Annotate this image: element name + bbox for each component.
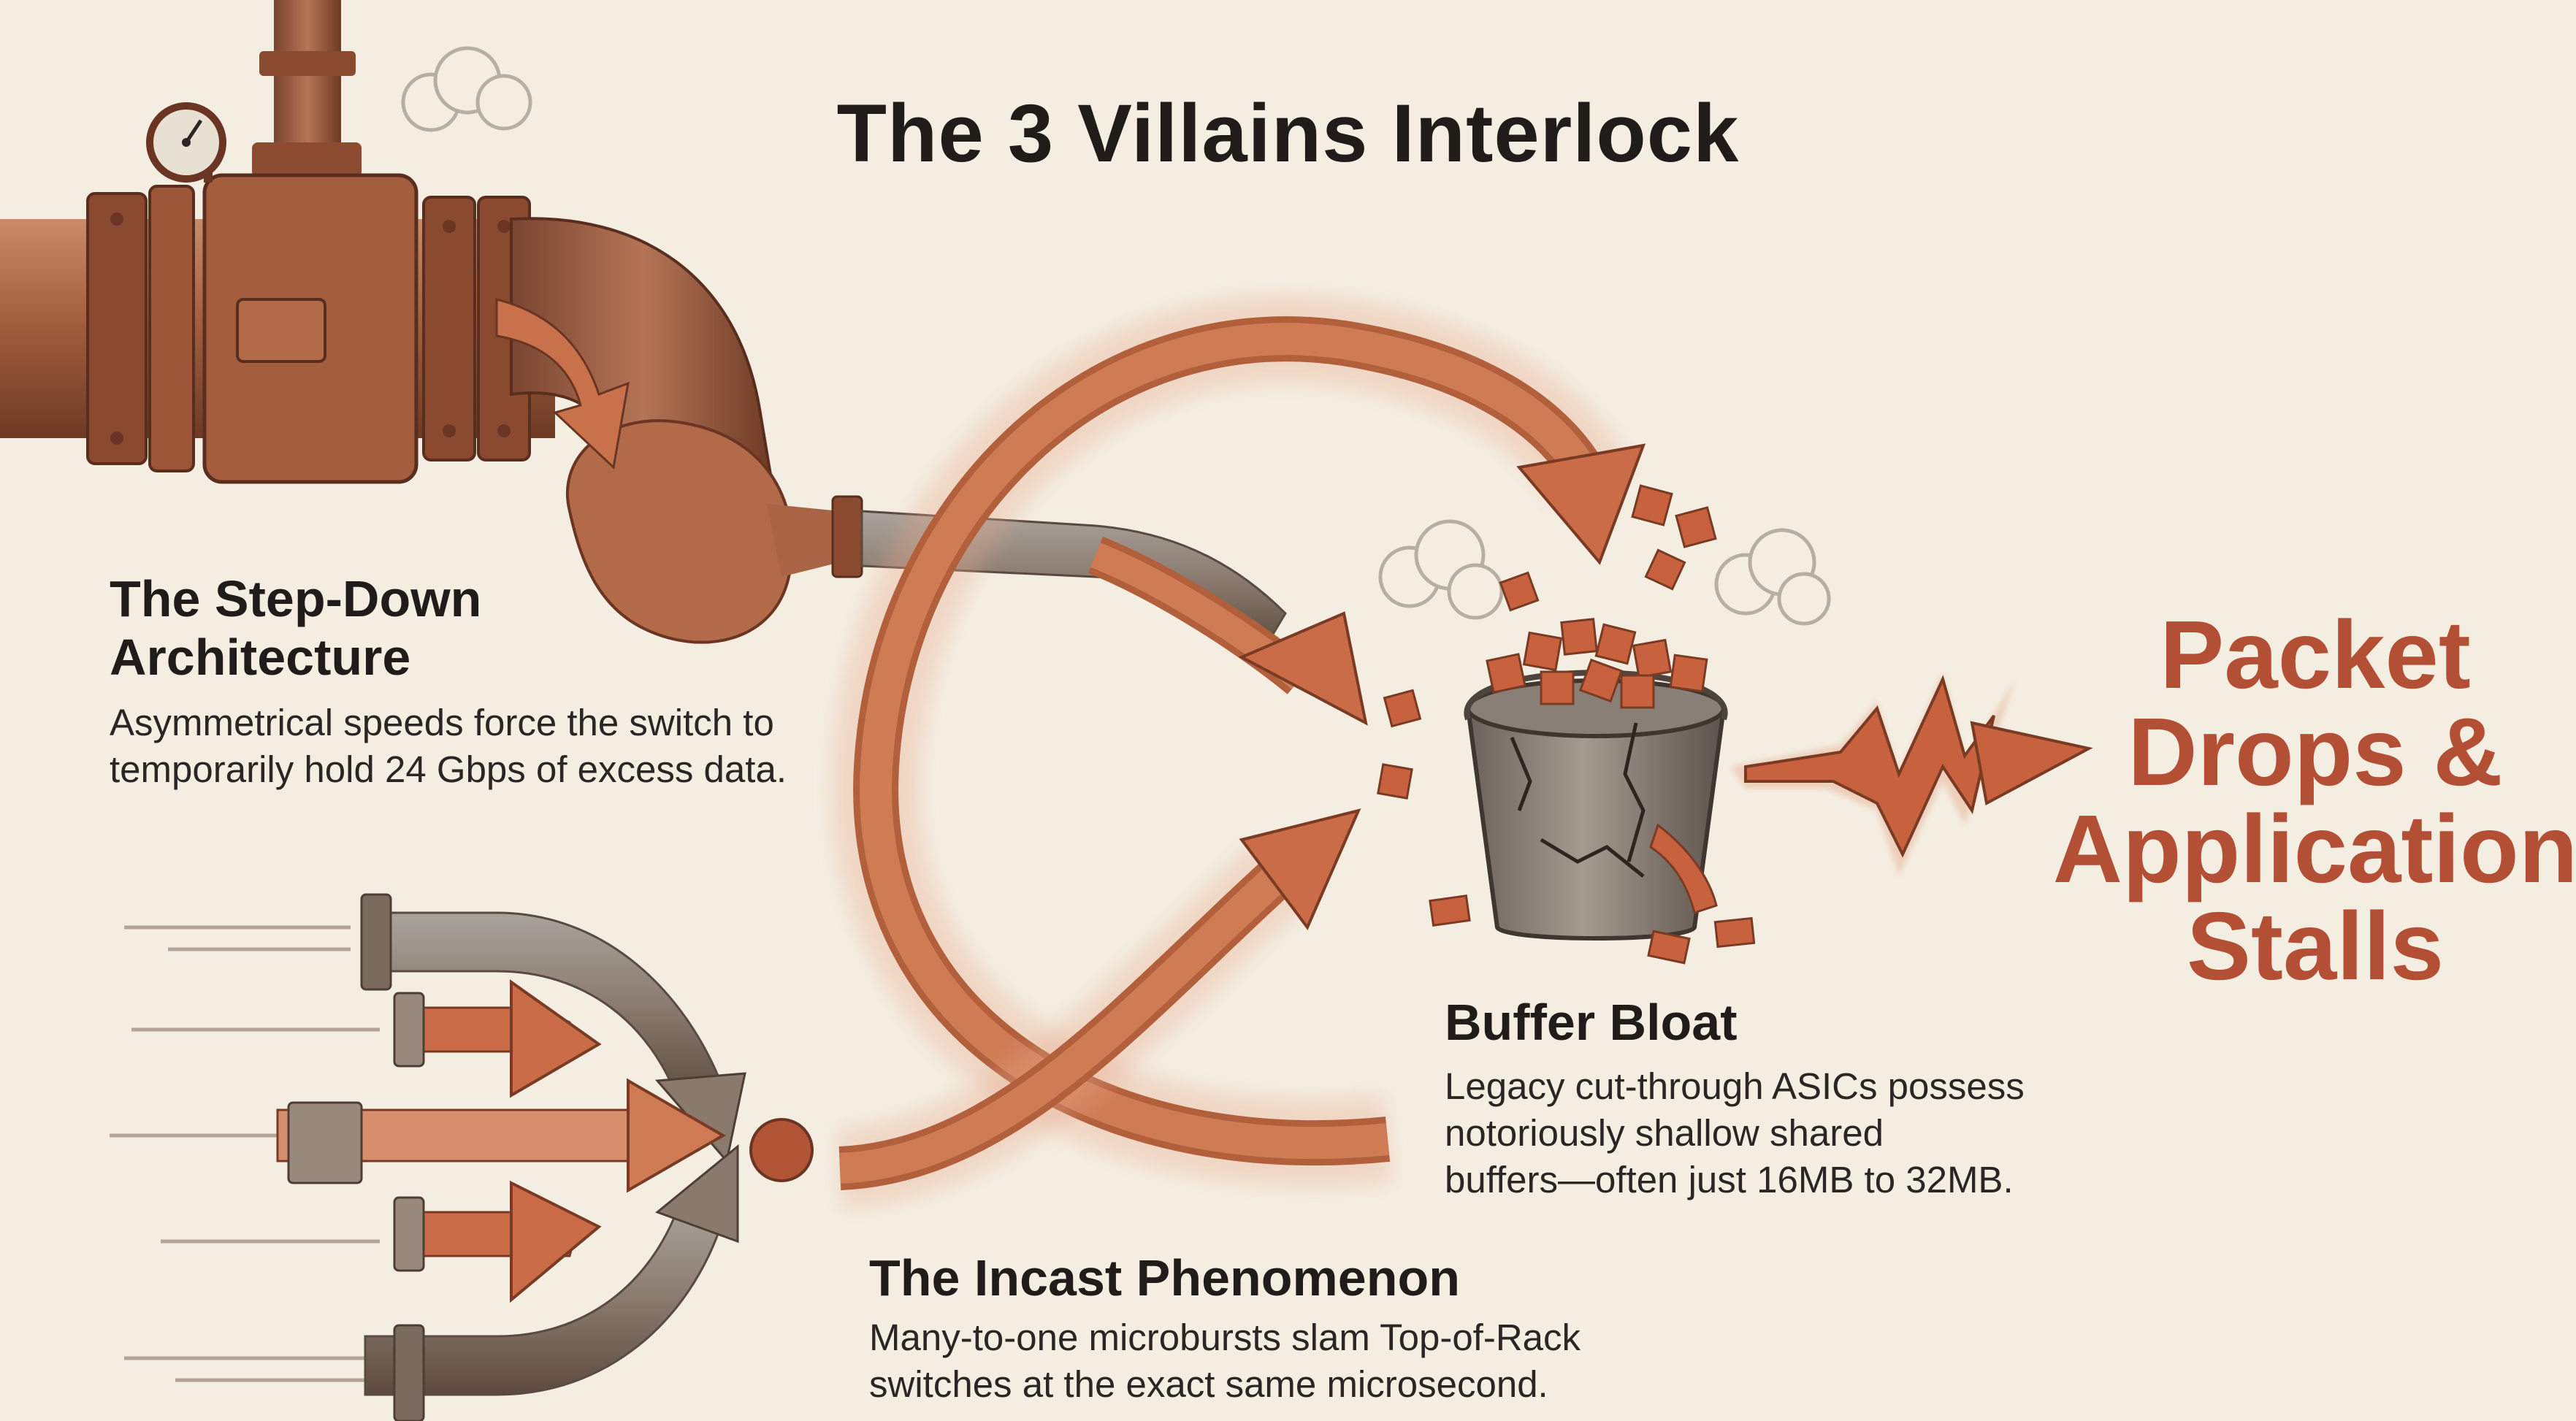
incast-pipes	[110, 895, 812, 1421]
step-down-heading: The Step-Down Architecture	[110, 570, 621, 686]
incast-body-line2: switches at the exact same microsecond.	[869, 1361, 1746, 1408]
page-title: The 3 Villains Interlock	[0, 86, 2576, 180]
step-down-body-line1: Asymmetrical speeds force the switch to	[110, 700, 913, 746]
step-down-body-line2: temporarily hold 24 Gbps of excess data.	[110, 746, 913, 793]
outcome-line1: Packet	[2023, 606, 2576, 703]
buffer-bloat-body-line1: Legacy cut-through ASICs possess	[1445, 1063, 2102, 1110]
buffer-bloat-heading-text: Buffer Bloat	[1445, 993, 1956, 1052]
outcome-line2: Drops &	[2023, 703, 2576, 800]
outcome-line3: Application	[2023, 800, 2576, 897]
buffer-bloat-description: Legacy cut-through ASICs possess notorio…	[1445, 1063, 2102, 1203]
step-down-description: Asymmetrical speeds force the switch to …	[110, 700, 913, 793]
incast-heading: The Incast Phenomenon	[869, 1249, 1600, 1307]
buffer-bloat-heading: Buffer Bloat	[1445, 993, 1956, 1052]
incast-description: Many-to-one microbursts slam Top-of-Rack…	[869, 1314, 1746, 1408]
bucket-icon	[1378, 486, 1829, 963]
step-down-heading-line1: The Step-Down	[110, 570, 621, 628]
step-down-heading-line2: Architecture	[110, 628, 621, 686]
incast-body-line1: Many-to-one microbursts slam Top-of-Rack	[869, 1314, 1746, 1361]
buffer-bloat-body-line3: buffers—often just 16MB to 32MB.	[1445, 1157, 2102, 1203]
outcome-label: Packet Drops & Application Stalls	[2023, 606, 2576, 995]
buffer-bloat-body-line2: notoriously shallow shared	[1445, 1110, 2102, 1157]
incast-heading-text: The Incast Phenomenon	[869, 1249, 1600, 1307]
outcome-line4: Stalls	[2023, 897, 2576, 995]
